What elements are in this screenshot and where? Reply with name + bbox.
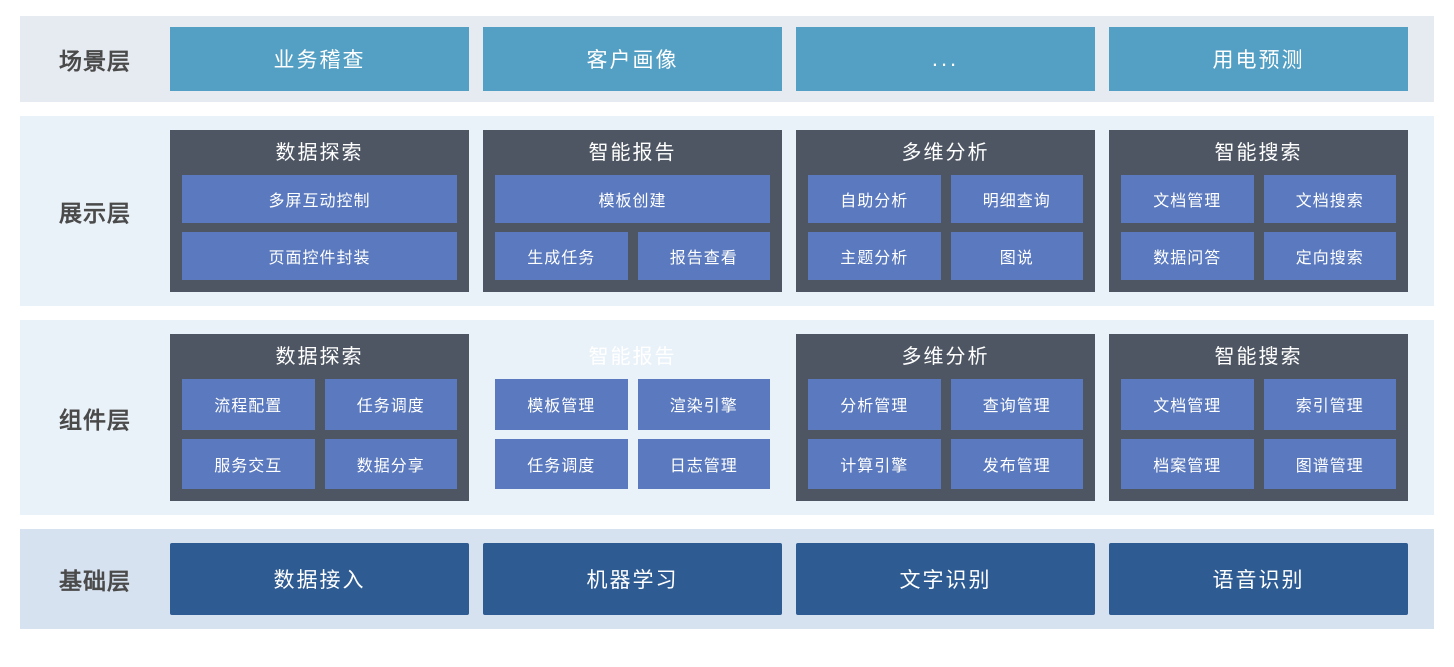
card-chip-grid: 自助分析 明细查询 主题分析 图说 [808, 175, 1083, 280]
chip-index-management[interactable]: 索引管理 [1263, 379, 1396, 430]
card-chip-row: 档案管理 图谱管理 [1121, 438, 1396, 489]
chip-publish-management[interactable]: 发布管理 [950, 438, 1083, 489]
chip-service-interaction[interactable]: 服务交互 [182, 438, 315, 489]
card-chip-grid: 模板创建 生成任务 报告查看 [495, 175, 770, 280]
card-title: 多维分析 [901, 346, 990, 368]
card-chip-grid: 流程配置 任务调度 服务交互 数据分享 [182, 379, 457, 489]
card-chip-grid: 文档管理 索引管理 档案管理 图谱管理 [1121, 379, 1396, 489]
layer-row-scene: 场景层 业务稽查 客户画像 ... 用电预测 [20, 16, 1434, 102]
card-chip-row: 主题分析 图说 [808, 232, 1083, 280]
chip-template-management[interactable]: 模板管理 [495, 379, 628, 430]
card-chip-grid: 分析管理 查询管理 计算引擎 发布管理 [808, 379, 1083, 489]
base-tile-ocr[interactable]: 文字识别 [796, 543, 1095, 615]
base-tile-speech-recognition[interactable]: 语音识别 [1109, 543, 1408, 615]
chip-data-qa[interactable]: 数据问答 [1121, 232, 1254, 280]
card-presentation-smart-search[interactable]: 智能搜索 文档管理 文档搜索 数据问答 定向搜索 [1109, 130, 1408, 292]
card-chip-row: 计算引擎 发布管理 [808, 438, 1083, 489]
card-chip-row: 文档管理 文档搜索 [1121, 175, 1396, 223]
card-chip-row: 页面控件封装 [182, 232, 457, 280]
card-chip-row: 多屏互动控制 [182, 175, 457, 223]
chip-task-schedule[interactable]: 任务调度 [324, 379, 457, 430]
card-chip-row: 流程配置 任务调度 [182, 379, 457, 430]
chip-self-service-analysis[interactable]: 自助分析 [808, 175, 941, 223]
card-chip-row: 服务交互 数据分享 [182, 438, 457, 489]
card-chip-grid: 文档管理 文档搜索 数据问答 定向搜索 [1121, 175, 1396, 280]
card-chip-row: 自助分析 明细查询 [808, 175, 1083, 223]
card-presentation-multidim-analysis[interactable]: 多维分析 自助分析 明细查询 主题分析 图说 [796, 130, 1095, 292]
card-presentation-smart-report[interactable]: 智能报告 模板创建 生成任务 报告查看 [483, 130, 782, 292]
card-title: 多维分析 [901, 142, 990, 164]
chip-graph-management[interactable]: 图谱管理 [1263, 438, 1396, 489]
chip-log-management[interactable]: 日志管理 [637, 438, 770, 489]
layer-label-foundation: 基础层 [59, 568, 131, 594]
layer-row-foundation: 基础层 数据接入 机器学习 文字识别 语音识别 [20, 529, 1434, 629]
chip-document-management[interactable]: 文档管理 [1121, 379, 1254, 430]
chip-render-engine[interactable]: 渲染引擎 [637, 379, 770, 430]
chip-data-sharing[interactable]: 数据分享 [324, 438, 457, 489]
chip-template-create[interactable]: 模板创建 [495, 175, 770, 223]
card-title: 智能搜索 [1214, 142, 1303, 164]
layer-body-presentation: 数据探索 多屏互动控制 页面控件封装 智能报告 模板创建 [170, 116, 1422, 306]
chip-page-widget-package[interactable]: 页面控件封装 [182, 232, 457, 280]
card-presentation-data-exploration[interactable]: 数据探索 多屏互动控制 页面控件封装 [170, 130, 469, 292]
card-chip-row: 模板管理 渲染引擎 [495, 379, 770, 430]
card-chip-row: 任务调度 日志管理 [495, 438, 770, 489]
card-component-smart-report[interactable]: 智能报告 模板管理 渲染引擎 任务调度 日志管理 [483, 334, 782, 501]
card-chip-row: 生成任务 报告查看 [495, 232, 770, 280]
card-chip-row: 文档管理 索引管理 [1121, 379, 1396, 430]
chip-report-view[interactable]: 报告查看 [637, 232, 770, 280]
layer-body-component: 数据探索 流程配置 任务调度 服务交互 数据分享 智能报告 模板管理 [170, 320, 1422, 515]
chip-generate-task[interactable]: 生成任务 [495, 232, 628, 280]
chip-query-management[interactable]: 查询管理 [950, 379, 1083, 430]
layer-row-component: 组件层 数据探索 流程配置 任务调度 服务交互 数据分享 智能报告 [20, 320, 1434, 515]
scene-tile-more[interactable]: ... [796, 27, 1095, 91]
card-chip-row: 模板创建 [495, 175, 770, 223]
chip-detail-query[interactable]: 明细查询 [950, 175, 1083, 223]
card-chip-grid: 多屏互动控制 页面控件封装 [182, 175, 457, 280]
chip-multi-screen-control[interactable]: 多屏互动控制 [182, 175, 457, 223]
card-component-smart-search[interactable]: 智能搜索 文档管理 索引管理 档案管理 图谱管理 [1109, 334, 1408, 501]
chip-archive-management[interactable]: 档案管理 [1121, 438, 1254, 489]
chip-chart-narration[interactable]: 图说 [950, 232, 1083, 280]
base-tile-data-ingestion[interactable]: 数据接入 [170, 543, 469, 615]
layer-label-scene: 场景层 [59, 48, 131, 74]
chip-document-search[interactable]: 文档搜索 [1263, 175, 1396, 223]
chip-targeted-search[interactable]: 定向搜索 [1263, 232, 1396, 280]
card-component-multidim-analysis[interactable]: 多维分析 分析管理 查询管理 计算引擎 发布管理 [796, 334, 1095, 501]
chip-analysis-management[interactable]: 分析管理 [808, 379, 941, 430]
card-title: 智能搜索 [1214, 346, 1303, 368]
layer-label-presentation: 展示层 [59, 200, 131, 226]
chip-topic-analysis[interactable]: 主题分析 [808, 232, 941, 280]
card-title: 数据探索 [275, 142, 364, 164]
card-chip-row: 数据问答 定向搜索 [1121, 232, 1396, 280]
chip-compute-engine[interactable]: 计算引擎 [808, 438, 941, 489]
card-chip-row: 分析管理 查询管理 [808, 379, 1083, 430]
layer-body-foundation: 数据接入 机器学习 文字识别 语音识别 [170, 529, 1422, 629]
layer-body-scene: 业务稽查 客户画像 ... 用电预测 [170, 16, 1422, 102]
card-chip-grid: 模板管理 渲染引擎 任务调度 日志管理 [495, 379, 770, 489]
scene-tile-customer-profile[interactable]: 客户画像 [483, 27, 782, 91]
scene-tile-power-forecast[interactable]: 用电预测 [1109, 27, 1408, 91]
card-title: 智能报告 [588, 142, 677, 164]
chip-task-schedule[interactable]: 任务调度 [495, 438, 628, 489]
base-tile-machine-learning[interactable]: 机器学习 [483, 543, 782, 615]
card-title: 智能报告 [588, 346, 677, 368]
scene-tile-business-audit[interactable]: 业务稽查 [170, 27, 469, 91]
card-title: 数据探索 [275, 346, 364, 368]
chip-flow-config[interactable]: 流程配置 [182, 379, 315, 430]
layer-row-presentation: 展示层 数据探索 多屏互动控制 页面控件封装 智能报告 模板创建 [20, 116, 1434, 306]
card-component-data-exploration[interactable]: 数据探索 流程配置 任务调度 服务交互 数据分享 [170, 334, 469, 501]
chip-document-management[interactable]: 文档管理 [1121, 175, 1254, 223]
layer-label-component: 组件层 [59, 406, 131, 433]
